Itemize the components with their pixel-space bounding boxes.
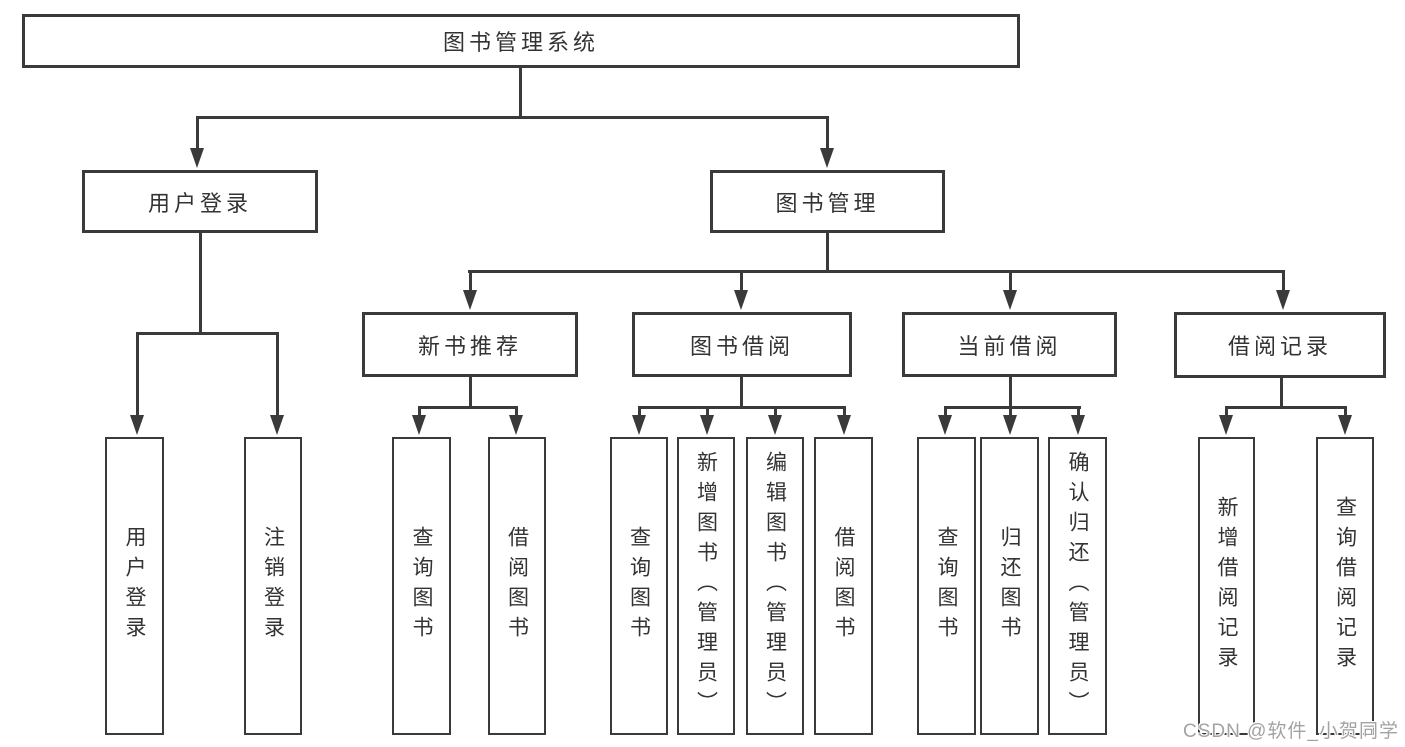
connector-line (1077, 406, 1080, 417)
arrow-down-icon (734, 290, 748, 310)
arrow-down-icon (1276, 290, 1290, 310)
connector-line (469, 270, 472, 292)
connector-line (1009, 270, 1012, 292)
connector-line (638, 406, 641, 417)
leaf-label: 查询图书 (935, 526, 958, 646)
connector-line (469, 375, 472, 408)
leaf-label: 新增图书（管理员） (694, 451, 718, 721)
connector-line (826, 116, 829, 150)
node-label: 图书借阅 (689, 333, 794, 359)
leaf-query-books-borrowing: 查询图书 (610, 437, 668, 735)
connector-line (1225, 406, 1228, 417)
node-current-borrowing: 当前借阅 (902, 312, 1117, 377)
connector-line (944, 406, 1081, 409)
connector-line (196, 116, 829, 119)
node-label: 当前借阅 (957, 333, 1062, 359)
connector-line (1344, 406, 1347, 417)
leaf-label: 新增借阅记录 (1215, 496, 1238, 676)
arrow-down-icon (130, 415, 144, 435)
arrow-down-icon (463, 290, 477, 310)
node-label: 用户登录 (147, 190, 252, 216)
connector-line (136, 332, 139, 418)
node-label: 图书管理系统 (442, 30, 599, 55)
node-library-management-system: 图书管理系统 (22, 14, 1020, 68)
watermark: CSDN @软件_小贺同学 (1183, 721, 1399, 742)
leaf-label: 确认归还（管理员） (1066, 451, 1089, 721)
leaf-label: 编辑图书（管理员） (763, 451, 787, 721)
connector-line (199, 231, 202, 334)
connector-line (418, 406, 421, 417)
leaf-add-borrow-record: 新增借阅记录 (1198, 437, 1255, 735)
leaf-edit-books-admin: 编辑图书（管理员） (746, 437, 804, 735)
node-label: 新书推荐 (417, 333, 522, 359)
connector-line (740, 375, 743, 408)
leaf-query-books-current: 查询图书 (917, 437, 976, 735)
connector-line (944, 406, 947, 417)
leaf-query-borrow-record: 查询借阅记录 (1316, 437, 1374, 735)
leaf-query-books-recommend: 查询图书 (392, 437, 451, 735)
leaf-logout: 注销登录 (244, 437, 302, 735)
node-user-login: 用户登录 (82, 170, 318, 233)
connector-line (1282, 270, 1285, 292)
leaf-return-books: 归还图书 (980, 437, 1039, 735)
arrow-down-icon (509, 415, 523, 435)
node-book-borrowing: 图书借阅 (632, 312, 852, 377)
arrow-down-icon (1003, 415, 1017, 435)
node-label: 借阅记录 (1227, 334, 1332, 359)
arrow-down-icon (1003, 290, 1017, 310)
leaf-borrow-books-recommend: 借阅图书 (488, 437, 546, 735)
node-new-book-recommendation: 新书推荐 (362, 312, 578, 377)
leaf-confirm-return-admin: 确认归还（管理员） (1048, 437, 1107, 735)
arrow-down-icon (768, 415, 782, 435)
connector-line (418, 406, 518, 409)
leaf-label: 查询图书 (410, 526, 433, 646)
leaf-label: 查询借阅记录 (1333, 496, 1357, 676)
connector-line (1225, 406, 1347, 409)
node-book-management: 图书管理 (710, 170, 945, 233)
leaf-user-login: 用户登录 (105, 437, 164, 735)
arrow-down-icon (1338, 415, 1352, 435)
arrow-down-icon (700, 415, 714, 435)
arrow-down-icon (412, 415, 426, 435)
leaf-label: 查询图书 (627, 526, 651, 646)
connector-line (774, 406, 777, 417)
connector-line (1009, 406, 1012, 417)
leaf-label: 借阅图书 (832, 526, 855, 646)
connector-line (740, 270, 743, 292)
leaf-label: 归还图书 (998, 526, 1021, 646)
leaf-label: 用户登录 (123, 526, 146, 646)
connector-line (843, 406, 846, 417)
connector-line (515, 406, 518, 417)
connector-line (1009, 374, 1012, 408)
connector-line (136, 332, 279, 335)
leaf-add-books-admin: 新增图书（管理员） (677, 437, 735, 735)
node-borrowing-records: 借阅记录 (1174, 312, 1386, 378)
arrow-down-icon (270, 415, 284, 435)
connector-line (706, 406, 709, 417)
arrow-down-icon (837, 415, 851, 435)
arrow-down-icon (820, 148, 834, 168)
leaf-label: 注销登录 (261, 526, 285, 646)
leaf-label: 借阅图书 (505, 526, 529, 646)
connector-line (638, 406, 846, 409)
arrow-down-icon (938, 415, 952, 435)
connector-line (1280, 376, 1283, 408)
connector-line (826, 231, 829, 272)
leaf-borrow-books: 借阅图书 (814, 437, 873, 735)
connector-line (196, 116, 199, 150)
arrow-down-icon (190, 148, 204, 168)
connector-line (519, 66, 522, 118)
arrow-down-icon (1071, 415, 1085, 435)
connector-line (468, 270, 1285, 273)
node-label: 图书管理 (775, 190, 880, 216)
connector-line (276, 332, 279, 418)
arrow-down-icon (632, 415, 646, 435)
arrow-down-icon (1219, 415, 1233, 435)
